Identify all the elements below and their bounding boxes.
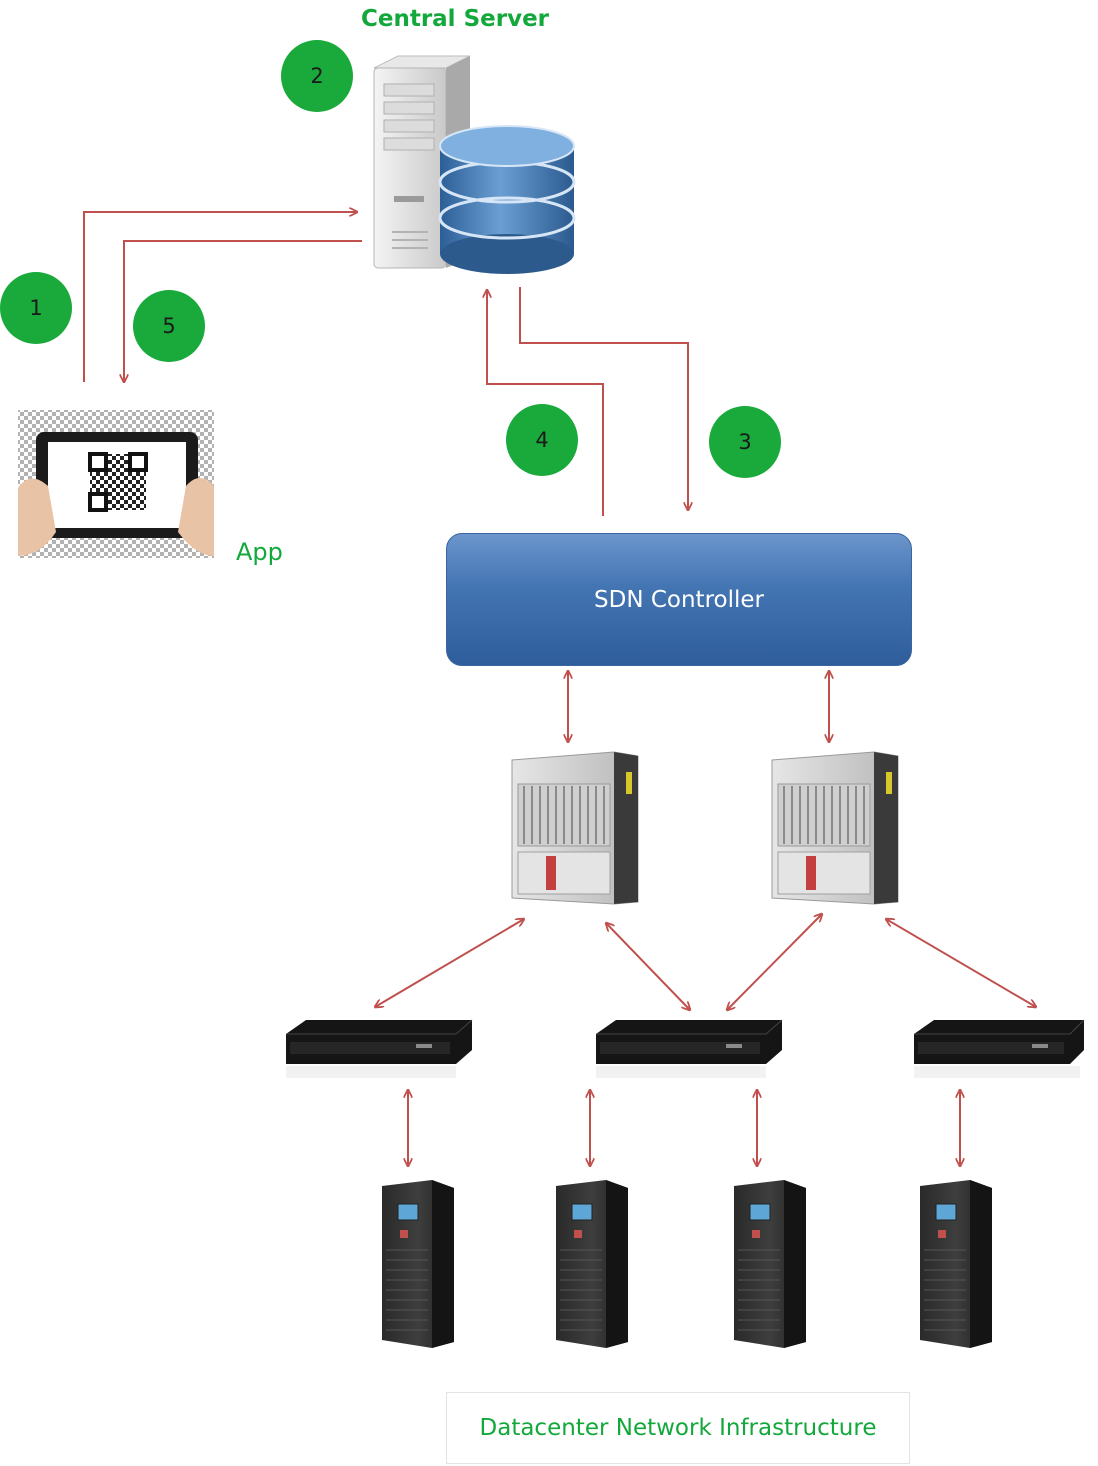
rack-switch-icon	[914, 1019, 1085, 1078]
rack-switch-icon	[286, 1019, 473, 1078]
chassis-switch-icon	[771, 751, 899, 905]
tablet-qr-icon	[18, 410, 214, 558]
chassis-switch-icon	[511, 751, 639, 905]
step-number: 5	[162, 314, 176, 338]
arrow-server-to-sdn	[519, 287, 688, 510]
core-access-arrows	[375, 914, 1036, 1010]
step-number: 3	[738, 430, 752, 454]
step-badge-3: 3	[709, 406, 781, 478]
datacenter-infrastructure-label: Datacenter Network Infrastructure	[479, 1415, 877, 1441]
server-rack-icon	[734, 1180, 806, 1348]
database-server-icon	[373, 55, 576, 274]
sdn-controller-label: SDN Controller	[594, 586, 764, 613]
datacenter-infrastructure-box: Datacenter Network Infrastructure	[446, 1392, 910, 1464]
sdn-controller-box: SDN Controller	[446, 533, 912, 666]
server-rack-icon	[920, 1180, 992, 1348]
step-number: 1	[29, 296, 43, 320]
app-label: App	[236, 538, 283, 566]
access-rack-arrows	[408, 1090, 960, 1166]
app-server-arrows	[83, 212, 362, 382]
arrow-server-to-app	[124, 240, 362, 382]
server-rack-icon	[556, 1180, 628, 1348]
arrow-app-to-server	[83, 212, 357, 382]
step-number: 4	[535, 428, 549, 452]
step-badge-5: 5	[133, 290, 205, 362]
server-rack-icon	[382, 1180, 454, 1348]
sdn-core-arrows	[568, 671, 829, 742]
step-badge-1: 1	[0, 272, 72, 344]
step-badge-4: 4	[506, 404, 578, 476]
rack-switch-icon	[596, 1019, 783, 1078]
arrow-sdn-to-server	[487, 290, 604, 516]
server-sdn-arrows	[487, 287, 688, 516]
step-badge-2: 2	[281, 40, 353, 112]
step-number: 2	[310, 64, 324, 88]
central-server-title: Central Server	[361, 6, 550, 32]
